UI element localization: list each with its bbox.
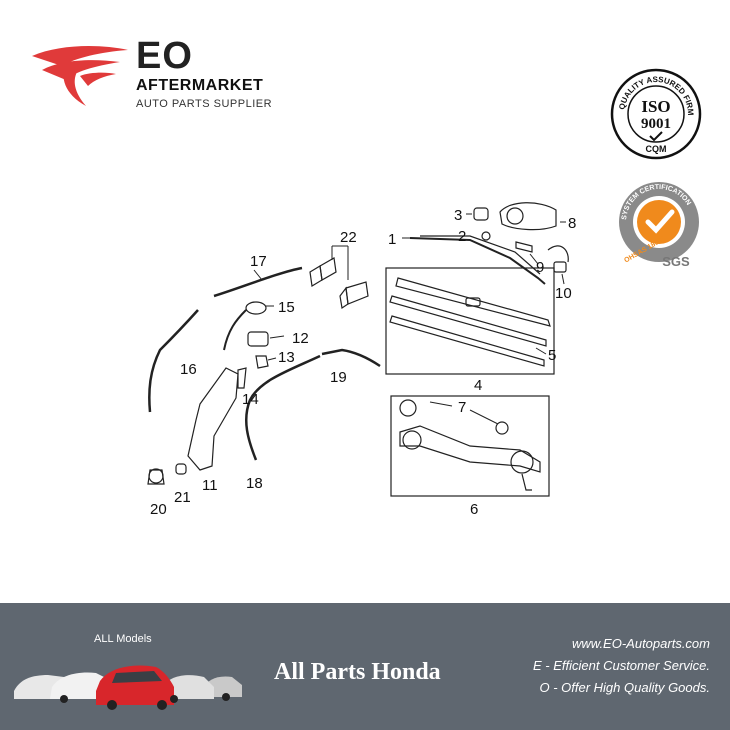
callout-7: 7 [458, 399, 466, 416]
brand-line: AFTERMARKET [136, 77, 264, 94]
diagram-callouts: 1 2 3 4 5 6 7 8 9 10 11 12 13 14 15 16 1… [150, 207, 576, 518]
callout-3: 3 [454, 207, 462, 224]
brand-subtitle: AUTO PARTS SUPPLIER [136, 98, 273, 110]
callout-11: 11 [202, 477, 218, 494]
brand-block: EO AFTERMARKET AUTO PARTS SUPPLIER [136, 36, 272, 110]
callout-9: 9 [536, 259, 544, 276]
slogan-o: O - Offer High Quality Goods. [539, 680, 710, 695]
callout-12: 12 [292, 330, 309, 347]
callout-13: 13 [278, 349, 295, 366]
callout-20: 20 [150, 501, 167, 518]
callout-4: 4 [474, 377, 482, 394]
footer: ALL Models All Parts Honda www.EO-Autopa… [0, 603, 730, 730]
callout-22: 22 [340, 229, 357, 246]
car-lineup-icon [14, 665, 242, 710]
sgs-logo-text: SGS [662, 254, 690, 269]
callout-16: 16 [180, 361, 197, 378]
callout-21: 21 [174, 489, 191, 506]
company-info: www.EO-Autoparts.com E - Efficient Custo… [533, 633, 710, 699]
callout-5: 5 [548, 347, 556, 364]
callout-2: 2 [458, 228, 466, 245]
callout-8: 8 [568, 215, 576, 232]
page-title: All Parts Honda [274, 659, 441, 685]
iso-9001-badge: QUALITY ASSURED FIRM ISO 9001 CQM [610, 68, 702, 160]
callout-19: 19 [330, 369, 347, 386]
brand-name: EO [136, 35, 193, 77]
callout-18: 18 [246, 475, 263, 492]
callout-10: 10 [555, 285, 572, 302]
all-models-label: ALL Models [94, 633, 152, 645]
iso-bottom-text: CQM [646, 144, 667, 154]
callout-1: 1 [388, 231, 396, 248]
eo-logo-icon [32, 46, 128, 106]
callout-17: 17 [250, 253, 267, 270]
callout-14: 14 [242, 391, 259, 408]
header: EO AFTERMARKET AUTO PARTS SUPPLIER [0, 0, 730, 150]
sgs-ohsas-badge: SYSTEM CERTIFICATION OHSAS 18001 SGS [619, 182, 699, 269]
callout-15: 15 [278, 299, 295, 316]
callout-6: 6 [470, 501, 478, 518]
iso-main-text: ISO [641, 97, 670, 116]
wiper-parts-diagram: 1 2 3 4 5 6 7 8 9 10 11 12 13 14 15 16 1… [147, 202, 576, 518]
iso-number-text: 9001 [641, 116, 671, 132]
website-link[interactable]: www.EO-Autoparts.com [572, 636, 710, 651]
slogan-e: E - Efficient Customer Service. [533, 658, 710, 673]
